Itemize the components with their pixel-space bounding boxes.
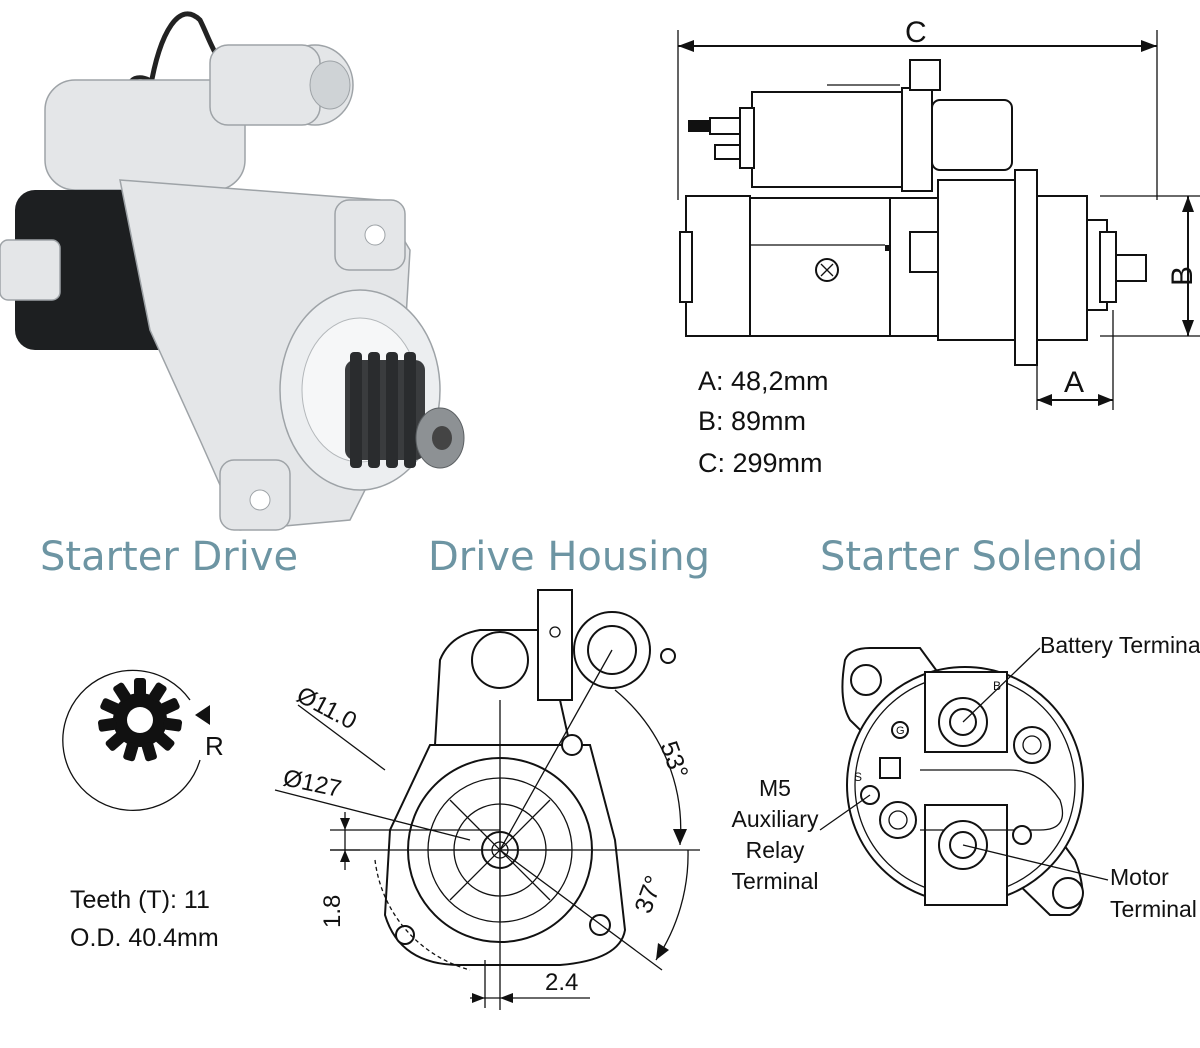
battery-terminal-label: Battery Terminal: [1040, 632, 1200, 658]
rotation-direction-label: R: [205, 731, 224, 761]
aux-label-line-4: Terminal: [732, 868, 819, 894]
offset-1-8: 1.8: [319, 895, 346, 928]
aux-label-line-1: M5: [759, 775, 791, 801]
terminal-mark-s: S: [854, 770, 862, 784]
aux-label-line-2: Auxiliary: [732, 806, 819, 832]
section-title-starter-drive: Starter Drive: [40, 534, 298, 580]
section-title-drive-housing: Drive Housing: [428, 534, 710, 580]
aux-relay-terminal-label: M5 Auxiliary Relay Terminal: [732, 775, 819, 894]
dimension-a-value: A: 48,2mm: [698, 366, 829, 396]
solenoid-front-drawing: [819, 647, 1109, 916]
dimension-label-b: B: [1166, 266, 1199, 286]
motor-terminal-label-2: Terminal: [1110, 896, 1197, 922]
pinion-gear-icon: [62, 669, 210, 812]
dimension-label-c: C: [905, 16, 927, 49]
aux-label-line-3: Relay: [746, 837, 805, 863]
dimension-c-value: C: 299mm: [698, 448, 823, 478]
offset-2-4: 2.4: [545, 969, 578, 996]
section-title-starter-solenoid: Starter Solenoid: [820, 534, 1143, 580]
teeth-count: Teeth (T): 11: [70, 886, 210, 914]
terminal-mark-b: B: [993, 679, 1001, 693]
terminal-mark-g: G: [896, 725, 905, 737]
angle-37: 37°: [629, 872, 668, 917]
side-view-drawing: [677, 30, 1200, 410]
starter-motor-photo: [0, 11, 465, 531]
drive-housing-drawing: [274, 589, 700, 1010]
motor-terminal-label-1: Motor: [1110, 864, 1169, 890]
angle-53: 53°: [654, 737, 693, 782]
dimension-label-a: A: [1064, 366, 1084, 399]
housing-diameter: Ø127: [281, 764, 344, 803]
outer-diameter: O.D. 40.4mm: [70, 924, 219, 952]
dimension-b-value: B: 89mm: [698, 406, 806, 436]
